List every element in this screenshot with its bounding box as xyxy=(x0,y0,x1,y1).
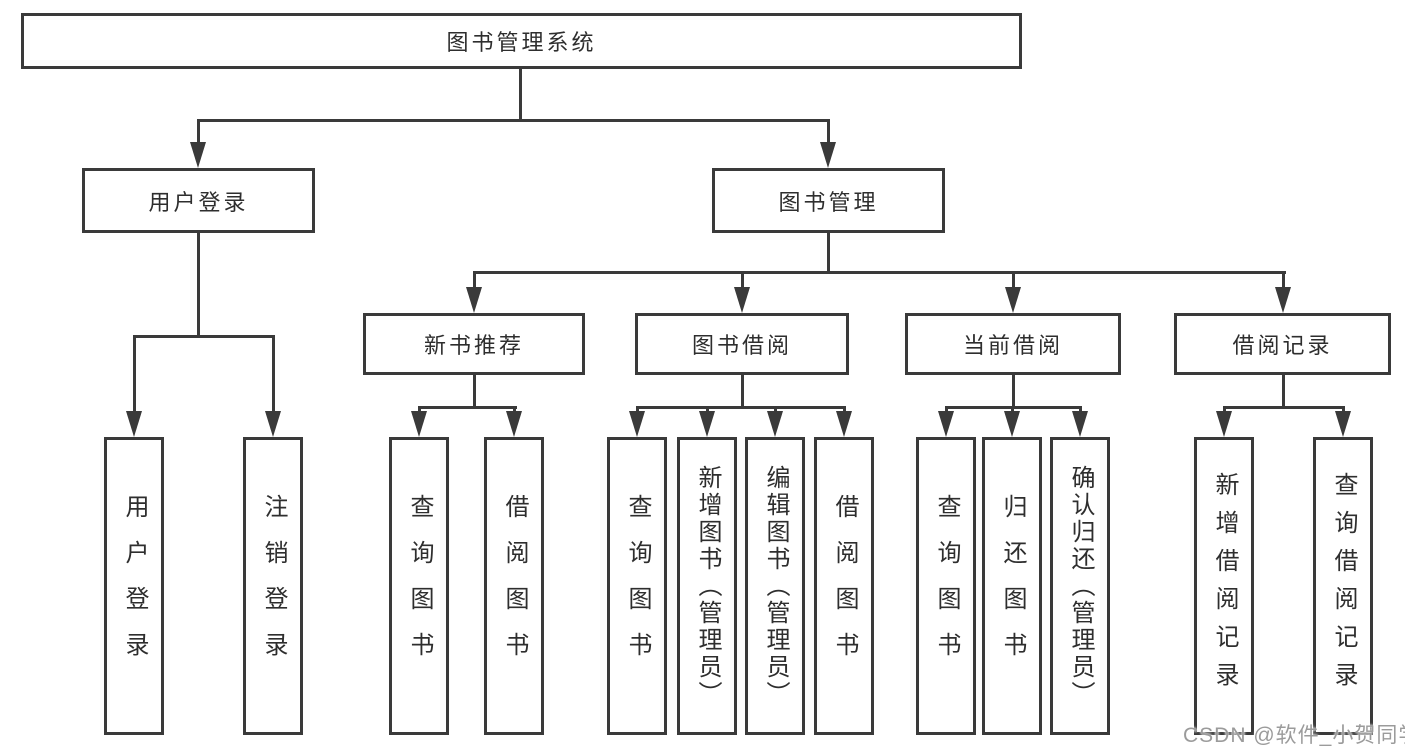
leaf-borrow-books: 借阅图书 xyxy=(814,437,874,735)
node-book-management: 图书管理 xyxy=(712,168,945,233)
connector-vline xyxy=(741,375,744,407)
leaf-add-book-admin: 新增图书（管理员） xyxy=(677,437,737,735)
connector-vline xyxy=(1012,271,1015,289)
node-label: 用户登录 xyxy=(148,189,249,215)
arrowhead-down-icon xyxy=(767,411,783,437)
arrowhead-down-icon xyxy=(836,411,852,437)
connector-vline xyxy=(945,406,948,414)
node-user-login: 用户登录 xyxy=(82,168,315,233)
connector-hline xyxy=(1223,406,1345,409)
node-label: 当前借阅 xyxy=(962,333,1063,358)
node-label: 查询借阅记录 xyxy=(1330,472,1357,700)
arrowhead-down-icon xyxy=(1004,411,1020,437)
connector-vline xyxy=(706,406,709,414)
leaf-query-books-current: 查询图书 xyxy=(916,437,976,735)
connector-vline xyxy=(827,233,830,272)
node-label: 借阅记录 xyxy=(1232,333,1333,358)
node-label: 用户登录 xyxy=(121,494,148,678)
connector-hline xyxy=(418,406,517,409)
connector-vline xyxy=(133,335,136,411)
arrowhead-down-icon xyxy=(629,411,645,437)
leaf-confirm-return-admin: 确认归还（管理员） xyxy=(1050,437,1110,735)
connector-vline xyxy=(741,271,744,289)
connector-vline xyxy=(197,119,200,144)
node-label: 图书管理 xyxy=(778,189,879,215)
node-borrowing-records: 借阅记录 xyxy=(1174,313,1391,375)
connector-vline xyxy=(1011,406,1014,414)
connector-vline xyxy=(513,406,516,414)
connector-vline xyxy=(774,406,777,414)
node-label: 注销登录 xyxy=(260,494,287,678)
connector-hline xyxy=(636,406,846,409)
node-label: 图书借阅 xyxy=(691,333,792,358)
arrowhead-down-icon xyxy=(466,287,482,313)
arrowhead-down-icon xyxy=(1005,287,1021,313)
node-label: 借阅图书 xyxy=(831,494,858,678)
arrowhead-down-icon xyxy=(938,411,954,437)
connector-vline xyxy=(843,406,846,414)
node-label: 新增图书（管理员） xyxy=(694,464,721,708)
connector-vline xyxy=(473,271,476,289)
connector-vline xyxy=(272,335,275,411)
leaf-return-book: 归还图书 xyxy=(982,437,1042,735)
connector-hline xyxy=(133,335,275,338)
node-label: 图书管理系统 xyxy=(446,30,597,55)
connector-hline xyxy=(197,119,830,122)
arrowhead-down-icon xyxy=(190,142,206,168)
connector-hline xyxy=(473,271,1286,274)
connector-vline xyxy=(197,233,200,336)
leaf-query-borrow-record: 查询借阅记录 xyxy=(1313,437,1373,735)
leaf-logout: 注销登录 xyxy=(243,437,303,735)
node-label: 编辑图书（管理员） xyxy=(762,464,789,708)
csdn-watermark: CSDN @软件_小贺同学 xyxy=(1183,724,1405,747)
connector-vline xyxy=(418,406,421,414)
node-label: 新增借阅记录 xyxy=(1211,472,1238,700)
connector-vline xyxy=(636,406,639,414)
node-label: 查询图书 xyxy=(933,494,960,678)
arrowhead-down-icon xyxy=(1216,411,1232,437)
node-label: 确认归还（管理员） xyxy=(1067,464,1094,708)
arrowhead-down-icon xyxy=(1275,287,1291,313)
node-current-borrowing: 当前借阅 xyxy=(905,313,1121,375)
node-book-borrowing: 图书借阅 xyxy=(635,313,849,375)
leaf-edit-book-admin: 编辑图书（管理员） xyxy=(745,437,805,735)
leaf-add-borrow-record: 新增借阅记录 xyxy=(1194,437,1254,735)
arrowhead-down-icon xyxy=(411,411,427,437)
leaf-borrow-books-recommend: 借阅图书 xyxy=(484,437,544,735)
node-new-book-recommendation: 新书推荐 xyxy=(363,313,585,375)
node-label: 借阅图书 xyxy=(501,494,528,678)
connector-vline xyxy=(1012,375,1015,407)
connector-vline xyxy=(1223,406,1226,414)
connector-vline xyxy=(473,375,476,407)
node-label: 新书推荐 xyxy=(423,333,524,358)
leaf-query-books-borrow: 查询图书 xyxy=(607,437,667,735)
arrowhead-down-icon xyxy=(506,411,522,437)
arrowhead-down-icon xyxy=(126,411,142,437)
connector-vline xyxy=(519,69,522,120)
node-label: 查询图书 xyxy=(624,494,651,678)
node-label: 查询图书 xyxy=(406,494,433,678)
leaf-query-books-recommend: 查询图书 xyxy=(389,437,449,735)
node-label: 归还图书 xyxy=(999,494,1026,678)
connector-vline xyxy=(827,119,830,144)
connector-vline xyxy=(1342,406,1345,414)
arrowhead-down-icon xyxy=(1335,411,1351,437)
connector-vline xyxy=(1282,375,1285,407)
node-library-management-system: 图书管理系统 xyxy=(21,13,1022,69)
leaf-user-login: 用户登录 xyxy=(104,437,164,735)
connector-vline xyxy=(1079,406,1082,414)
arrowhead-down-icon xyxy=(734,287,750,313)
arrowhead-down-icon xyxy=(1072,411,1088,437)
arrowhead-down-icon xyxy=(699,411,715,437)
arrowhead-down-icon xyxy=(820,142,836,168)
arrowhead-down-icon xyxy=(265,411,281,437)
connector-vline xyxy=(1282,271,1285,289)
